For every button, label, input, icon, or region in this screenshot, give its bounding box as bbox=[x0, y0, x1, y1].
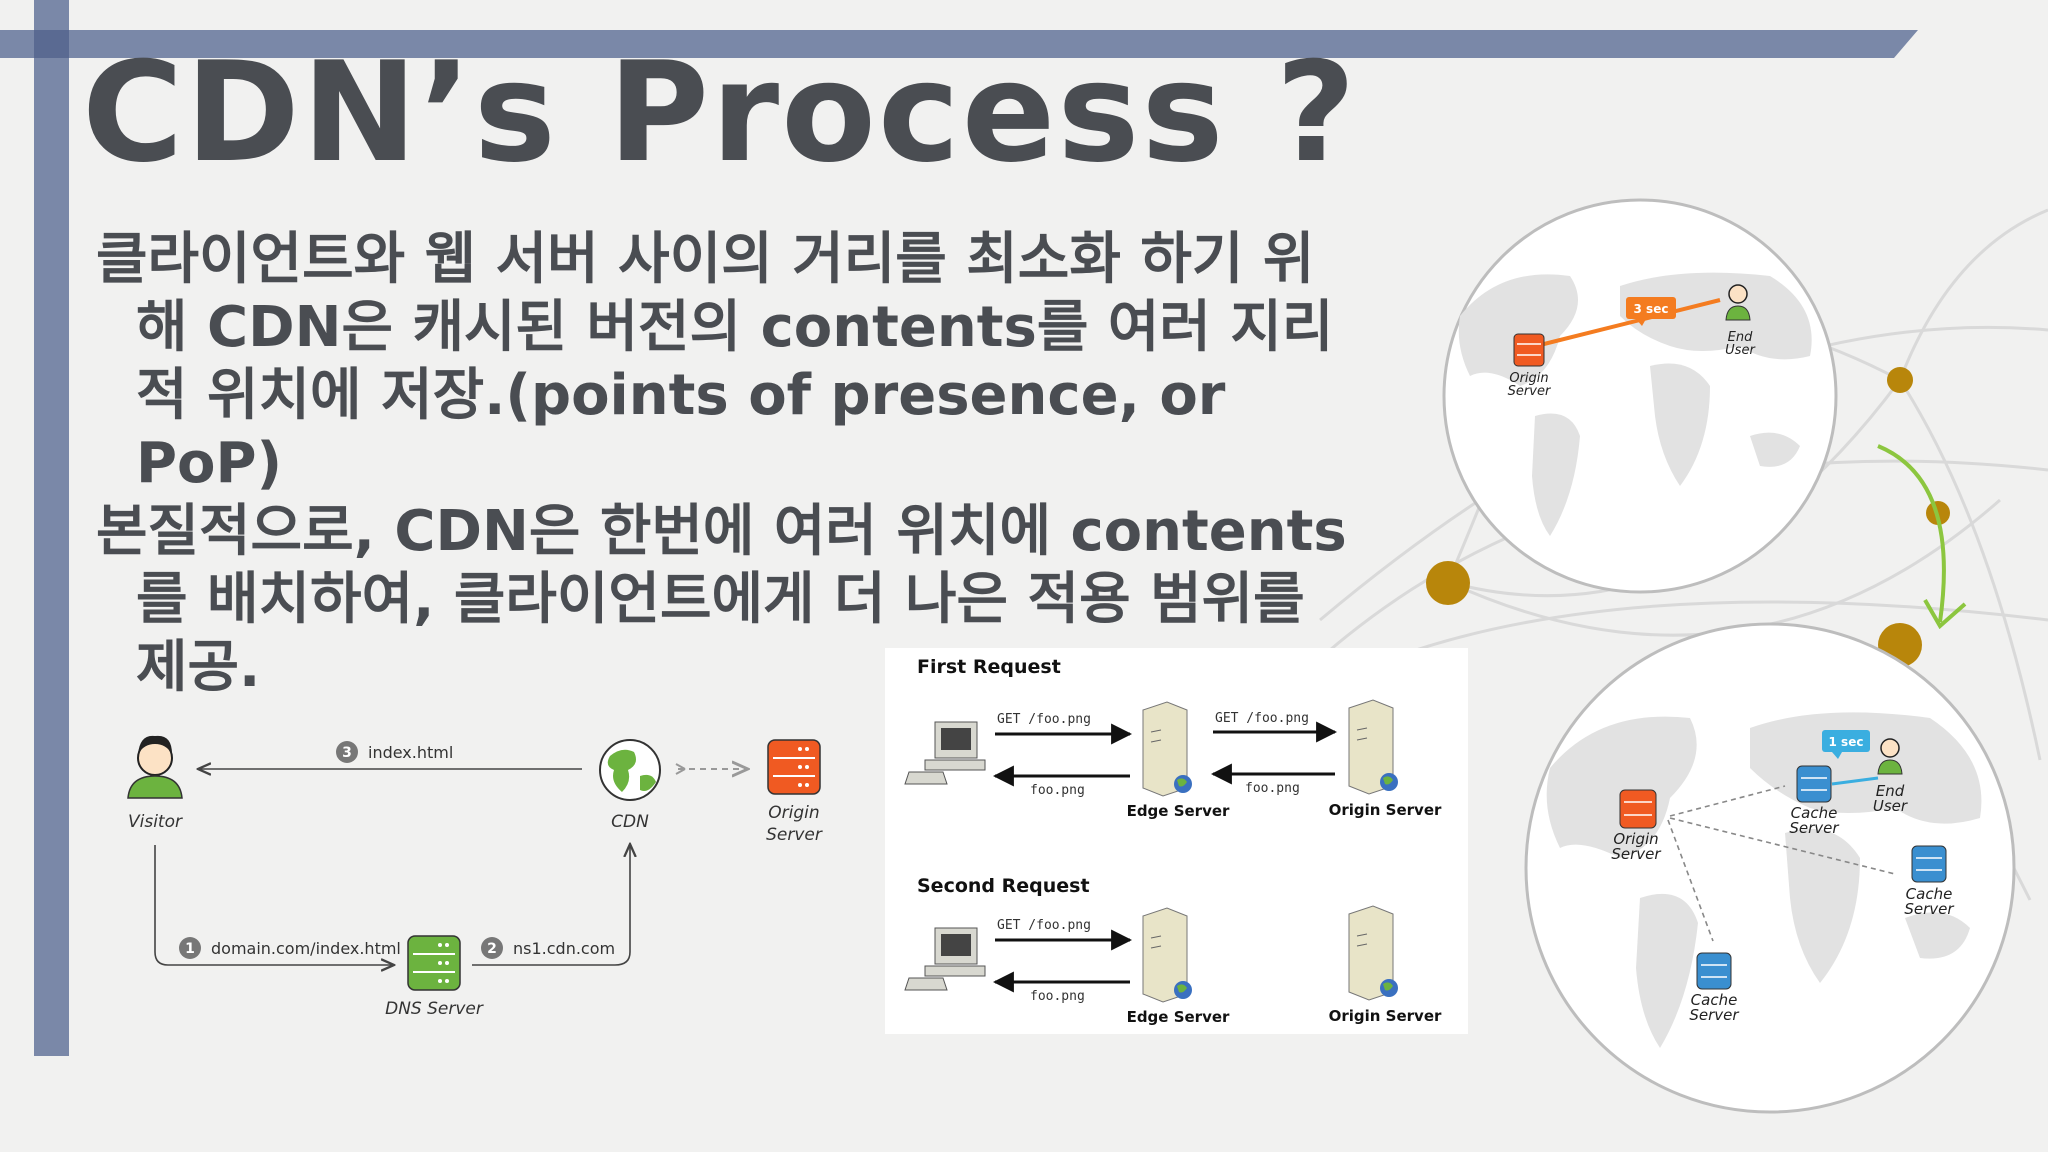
response-label-2: foo.png bbox=[1245, 781, 1300, 796]
user-label-line1: End bbox=[1876, 782, 1905, 800]
end-user-icon bbox=[1725, 284, 1751, 321]
origin-label-line2: Server bbox=[1508, 384, 1552, 399]
visitor-icon bbox=[127, 735, 183, 799]
origin-server-icon bbox=[1513, 333, 1545, 367]
origin-server-icon bbox=[1619, 789, 1657, 829]
latency-badge bbox=[1626, 297, 1676, 319]
request-diagram: First Request GET /foo.png foo.png Edge … bbox=[885, 648, 1468, 1034]
edge-server-label-2: Edge Server bbox=[1127, 1008, 1230, 1026]
latency-line bbox=[1527, 298, 1721, 350]
visitor-label: Visitor bbox=[128, 812, 183, 832]
step2-badge bbox=[481, 937, 503, 959]
latency-line bbox=[1831, 776, 1879, 786]
step2-arrow bbox=[472, 844, 630, 966]
origin-server-label-2: Origin Server bbox=[1329, 1007, 1442, 1025]
latency-value: 1 sec bbox=[1829, 735, 1864, 749]
client-computer-icon-2 bbox=[904, 927, 986, 991]
bullet-item-2: 본질적으로, CDN은 한번에 여러 위치에 contents를 배치하여, 클… bbox=[96, 499, 1347, 700]
cdn-flow-diagram: Visitor CDN Origin Server 3 index.html bbox=[110, 720, 840, 1030]
continents bbox=[1546, 712, 1982, 1048]
user-label-line2: User bbox=[1873, 797, 1908, 815]
step1-badge bbox=[179, 937, 201, 959]
step3-label: index.html bbox=[368, 743, 453, 762]
cdn-origin-dashed-back bbox=[675, 763, 686, 775]
cache-label-2-line1: Cache bbox=[1906, 885, 1953, 903]
origin-server-icon bbox=[767, 739, 821, 795]
distribution-arrows bbox=[1667, 785, 1896, 942]
cache-label-2-line2: Server bbox=[1904, 900, 1954, 918]
cdn-label: CDN bbox=[611, 812, 649, 832]
edge-server-icon bbox=[1142, 701, 1192, 797]
end-user-icon bbox=[1877, 738, 1903, 775]
edge-server-icon-2 bbox=[1142, 907, 1192, 1003]
bullet-list: 클라이언트와 웹 서버 사이의 거리를 최소화 하기 위해 CDN은 캐시된 버… bbox=[96, 226, 1356, 702]
globe-without-cdn: Origin Server End User 3 sec bbox=[1440, 196, 1840, 596]
get-label-1: GET /foo.png bbox=[997, 712, 1091, 727]
origin-label-line1: Origin bbox=[1613, 830, 1658, 848]
accent-bar-vertical bbox=[34, 0, 69, 1056]
response-label-3: foo.png bbox=[1030, 989, 1085, 1004]
step2-number: 2 bbox=[487, 941, 497, 957]
origin-label-line1: Origin bbox=[1509, 371, 1548, 386]
cache-label-1-line1: Cache bbox=[1791, 804, 1838, 822]
cache-server-icon-1 bbox=[1796, 765, 1832, 803]
get-label-2: GET /foo.png bbox=[1215, 711, 1309, 726]
origin-server-tower-icon bbox=[1348, 699, 1398, 795]
accent-bar-horizontal bbox=[0, 30, 1918, 58]
second-request-title: Second Request bbox=[917, 875, 1090, 897]
cache-server-icon-3 bbox=[1696, 952, 1732, 990]
latency-badge bbox=[1822, 730, 1870, 752]
step1-number: 1 bbox=[185, 941, 195, 957]
origin-label-line1: Origin bbox=[768, 803, 819, 823]
client-computer-icon bbox=[904, 721, 986, 785]
first-request-title: First Request bbox=[917, 656, 1061, 678]
step2-label: ns1.cdn.com bbox=[513, 939, 615, 958]
accent-bar-corner bbox=[34, 30, 69, 58]
edge-server-label-1: Edge Server bbox=[1127, 802, 1230, 820]
slide-title: CDN’s Process ? bbox=[82, 32, 1358, 193]
origin-server-label-1: Origin Server bbox=[1329, 801, 1442, 819]
user-label-line2: User bbox=[1725, 343, 1756, 358]
cache-label-1-line2: Server bbox=[1789, 819, 1839, 837]
step3-number: 3 bbox=[342, 745, 352, 761]
cache-label-3-line2: Server bbox=[1689, 1006, 1739, 1024]
user-label-line1: End bbox=[1728, 330, 1753, 345]
globe-with-cdn: Origin Server Cache Server Cache Server … bbox=[1520, 618, 2020, 1118]
get-label-3: GET /foo.png bbox=[997, 918, 1091, 933]
step1-label: domain.com/index.html bbox=[211, 939, 401, 958]
bullet-item-1: 클라이언트와 웹 서버 사이의 거리를 최소화 하기 위해 CDN은 캐시된 버… bbox=[96, 227, 1334, 496]
cache-label-3-line1: Cache bbox=[1691, 991, 1738, 1009]
continents bbox=[1458, 272, 1812, 536]
response-label-1: foo.png bbox=[1030, 783, 1085, 798]
cache-server-icon-2 bbox=[1911, 845, 1947, 883]
step3-badge bbox=[336, 741, 358, 763]
dns-label: DNS Server bbox=[385, 999, 484, 1019]
dns-server-icon bbox=[407, 935, 461, 991]
latency-value: 3 sec bbox=[1634, 302, 1669, 316]
cdn-globe-icon bbox=[599, 739, 661, 801]
origin-label-line2: Server bbox=[1611, 845, 1661, 863]
step1-arrow bbox=[154, 845, 394, 965]
origin-label-line2: Server bbox=[766, 825, 823, 845]
origin-server-tower-icon-2 bbox=[1348, 905, 1398, 1001]
